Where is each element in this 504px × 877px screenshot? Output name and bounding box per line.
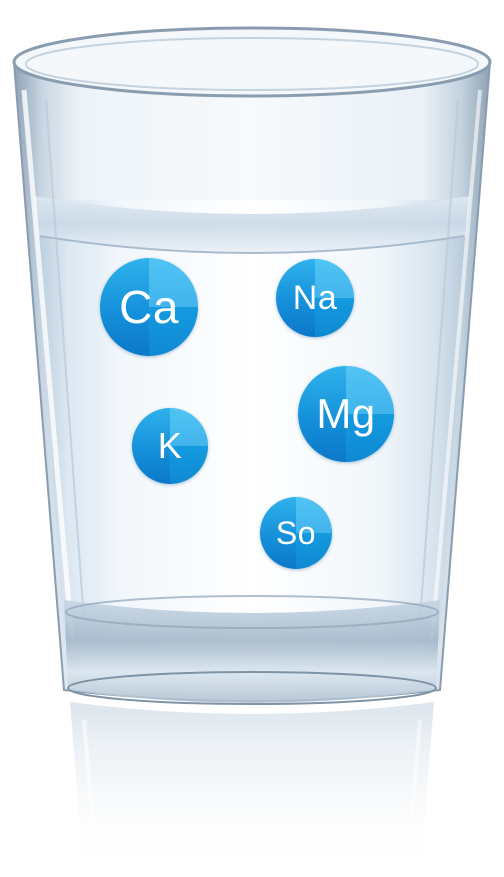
sulfate-ion-badge: So [260, 497, 332, 569]
calcium-ion-badge: Ca [100, 258, 198, 356]
magnesium-ion-badge: Mg [298, 366, 394, 462]
potassium-ion-badge: K [132, 408, 208, 484]
ion-symbol-mg: Mg [316, 390, 376, 437]
ion-symbol-na: Na [292, 278, 338, 317]
ion-symbol-k: K [157, 425, 183, 466]
ion-symbol-so: So [275, 514, 317, 551]
ion-symbol-ca: Ca [119, 281, 179, 333]
sodium-ion-badge: Na [276, 259, 354, 337]
